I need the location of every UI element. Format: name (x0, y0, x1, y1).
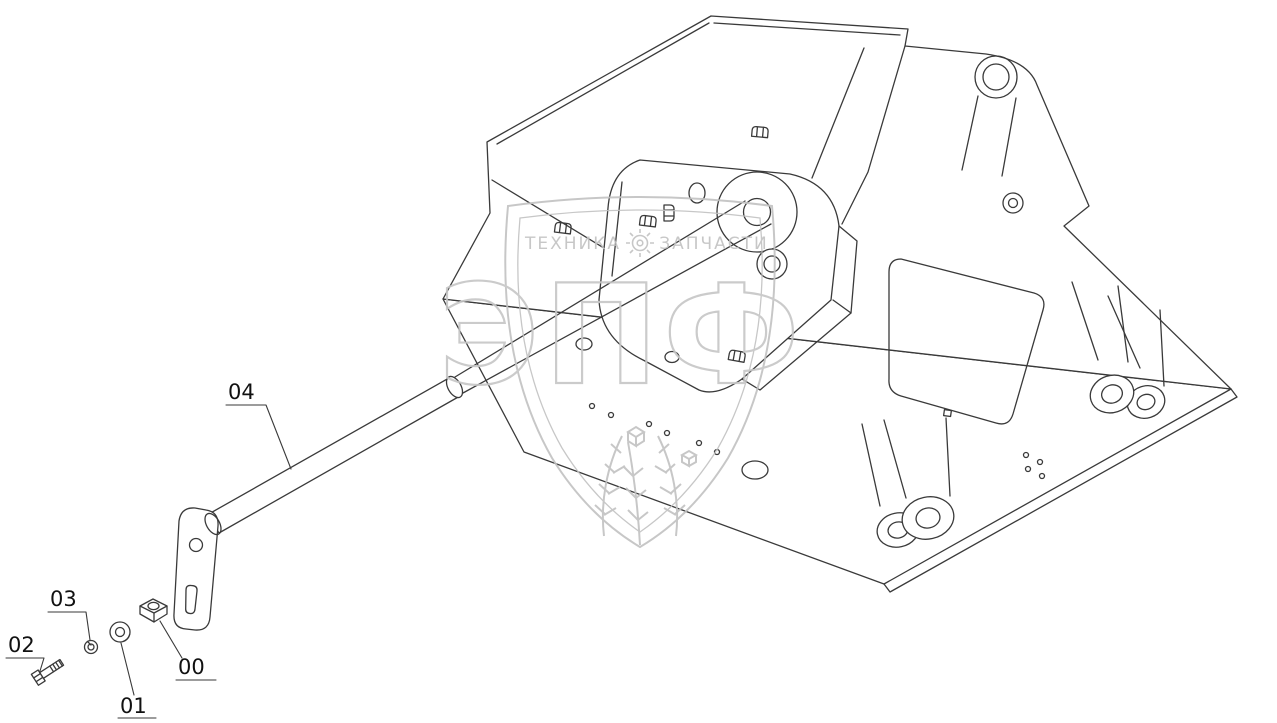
plate-holes (575, 337, 1046, 480)
watermark-text-right: ЗАПЧАСТИ (659, 234, 769, 254)
spring-washer-03 (83, 639, 99, 655)
washer-01 (109, 621, 131, 643)
right-lug-pair (1071, 281, 1166, 419)
part-label-00: 00 (178, 655, 205, 679)
leader-line-02 (5, 657, 45, 672)
part-label-03: 03 (50, 587, 77, 611)
pin-keeper-plate (173, 507, 219, 631)
watermark-brand-text: ЭПФ (438, 255, 804, 416)
leader-lines (5, 404, 292, 719)
gear-icon (626, 229, 654, 257)
pin-04 (173, 375, 464, 631)
watermark-shield-outer (504, 196, 776, 549)
pipe-clips (553, 126, 769, 363)
leader-line-03 (47, 611, 91, 641)
leader-line-00 (159, 620, 217, 681)
cube-icon (679, 449, 699, 468)
part-label-04: 04 (228, 380, 255, 404)
part-labels: 04 02 03 01 00 (8, 380, 255, 718)
cube-icon (626, 425, 646, 448)
leader-line-01 (117, 642, 157, 719)
front-bracket (598, 159, 858, 393)
main-pin-bore-boss (716, 171, 798, 253)
pin-axis-line-lower (462, 223, 772, 394)
pin-axis-line-upper (454, 200, 746, 378)
part-label-02: 02 (8, 633, 35, 657)
bottom-lug-pair (861, 417, 955, 548)
watermark-shield-inner (517, 209, 763, 533)
watermark-text-left: ТЕХНИКА (524, 234, 621, 254)
wheat-icon (594, 425, 699, 546)
leader-line-04 (225, 404, 292, 470)
bolt-02 (30, 658, 65, 686)
part-label-01: 01 (120, 694, 147, 718)
main-pin-bore (742, 197, 772, 227)
nut-00 (139, 598, 168, 623)
watermark: ТЕХНИКА ЗАПЧАСТИ ЭПФ (437, 196, 804, 549)
